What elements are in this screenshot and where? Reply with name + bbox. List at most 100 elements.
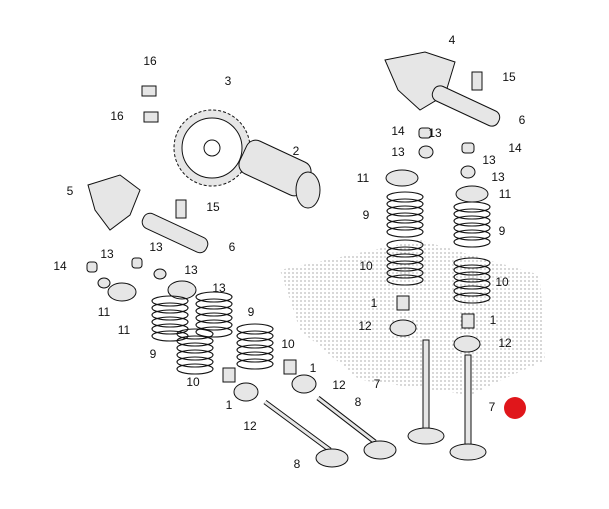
part-number-label: 9	[150, 347, 157, 361]
spring-coil	[151, 302, 189, 314]
part-number-label: 14	[53, 259, 67, 273]
spring-coil	[195, 319, 233, 331]
spring-coil	[176, 342, 214, 354]
spring-coil	[236, 337, 274, 349]
part-number-label: 5	[67, 184, 74, 198]
spring-coil	[236, 351, 274, 363]
spring-coil	[386, 226, 424, 238]
part-number-label: 10	[495, 275, 509, 289]
valves	[263, 339, 487, 468]
spring-coil	[236, 344, 274, 356]
spring-coil	[453, 229, 491, 241]
part-number-label: 11	[118, 323, 131, 337]
part-number-label: 2	[293, 144, 300, 158]
part-number-label: 12	[358, 319, 372, 333]
spring-coil	[386, 212, 424, 224]
spring-coil	[386, 267, 424, 279]
spring-coil	[386, 253, 424, 265]
spring-coil	[453, 264, 491, 276]
spring-coil	[236, 358, 274, 370]
part-number-label: 13	[482, 153, 496, 167]
cam-sprocket	[173, 109, 251, 187]
part-number-label: 15	[206, 200, 220, 214]
part-number-label: 10	[186, 375, 200, 389]
part-number-label: 1	[371, 296, 378, 310]
part-number-label: 13	[149, 240, 163, 254]
part-number-label: 6	[229, 240, 236, 254]
marker-dot[interactable]	[504, 397, 526, 419]
part-number-label: 10	[359, 259, 373, 273]
spring-coil	[176, 335, 214, 347]
part-number-label: 1	[226, 398, 233, 412]
spring-coil	[453, 257, 491, 269]
spring-coil	[195, 305, 233, 317]
part-number-label: 7	[374, 377, 381, 391]
spring-coil	[195, 312, 233, 324]
part-number-label: 1	[490, 313, 497, 327]
part-number-label: 9	[363, 208, 370, 222]
part-number-label: 13	[100, 247, 114, 261]
spring-coil	[386, 246, 424, 258]
spring-coil	[453, 278, 491, 290]
spring-coil	[453, 215, 491, 227]
spring-coil	[236, 323, 274, 335]
part-number-label: 10	[281, 337, 295, 351]
spring-coil	[151, 309, 189, 321]
part-number-label: 6	[519, 113, 526, 127]
part-number-label: 13	[491, 170, 505, 184]
rocker-shaft	[141, 212, 209, 254]
spring-coil	[151, 316, 189, 328]
spring-coil	[386, 274, 424, 286]
bolt	[141, 85, 157, 97]
part-number-label: 9	[499, 224, 506, 238]
seals-seats	[222, 295, 481, 402]
part-number-label: 12	[498, 336, 512, 350]
spring-coil	[151, 295, 189, 307]
spring-coil	[386, 198, 424, 210]
spring-coil	[453, 208, 491, 220]
part-number-label: 3	[225, 74, 232, 88]
part-number-label: 12	[243, 419, 257, 433]
spring-coil	[453, 285, 491, 297]
part-number-label: 11	[499, 187, 512, 201]
cylinder-head-shading	[280, 240, 545, 395]
part-number-label: 16	[110, 109, 124, 123]
rocker-arm	[87, 174, 141, 231]
part-number-label: 9	[248, 305, 255, 319]
part-number-label: 16	[143, 54, 157, 68]
bolt	[143, 111, 159, 123]
spring-coil	[236, 330, 274, 342]
spring-coil	[453, 271, 491, 283]
bolt	[471, 71, 483, 91]
spring-coil	[195, 298, 233, 310]
spring-coil	[386, 219, 424, 231]
bolt	[175, 199, 187, 219]
spring-coil	[195, 291, 233, 303]
spring-coil	[453, 236, 491, 248]
spring-coil	[386, 260, 424, 272]
part-number-label: 13	[428, 126, 442, 140]
spring-coil	[453, 222, 491, 234]
part-number-label: 12	[332, 378, 346, 392]
camshaft	[238, 139, 321, 209]
part-number-label: 15	[502, 70, 516, 84]
part-number-label: 13	[212, 281, 226, 295]
part-number-label: 1	[310, 361, 317, 375]
part-number-label: 7	[489, 400, 496, 414]
rocker-shaft	[431, 85, 501, 127]
spring-coil	[453, 201, 491, 213]
part-number-label: 14	[391, 124, 405, 138]
part-number-label: 13	[184, 263, 198, 277]
part-number-label: 13	[391, 145, 405, 159]
retainers	[107, 169, 489, 302]
spring-coil	[176, 363, 214, 375]
part-number-label: 8	[294, 457, 301, 471]
part-number-label: 11	[98, 305, 111, 319]
spring-coil	[386, 205, 424, 217]
spring-coil	[195, 326, 233, 338]
spring-coil	[386, 239, 424, 251]
part-number-label: 8	[355, 395, 362, 409]
small-parts	[86, 127, 476, 289]
